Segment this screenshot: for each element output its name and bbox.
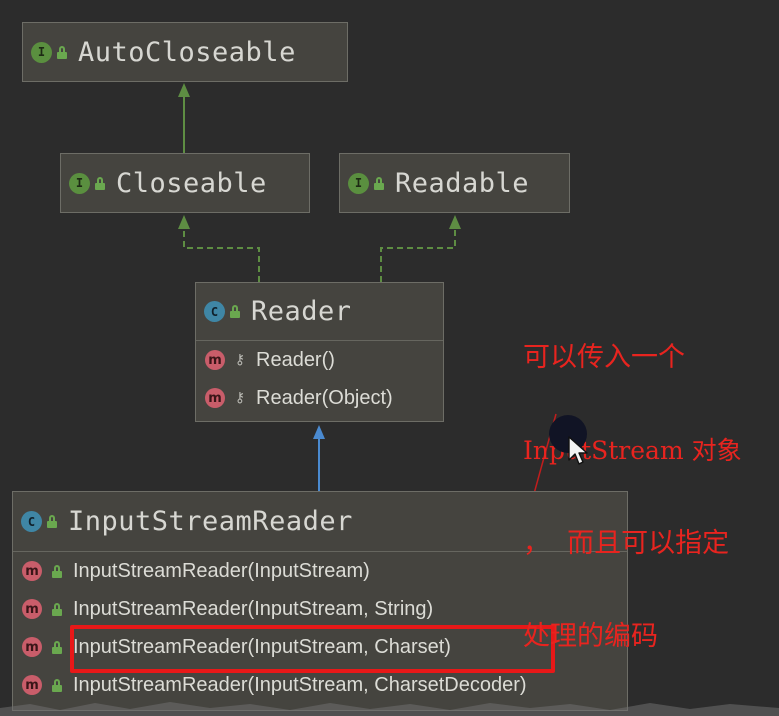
inputstreamreader-member-label: InputStreamReader(InputStream, String) (73, 597, 434, 620)
annotation-note: 可以传入一个 InputStream 对象 ， 而且可以指定 处理的编码 (523, 280, 742, 714)
reader-member-label: Reader() (256, 348, 335, 371)
closeable-title: Closeable (116, 167, 267, 199)
inputstreamreader-member-label: InputStreamReader(InputStream) (73, 559, 370, 582)
annotation-line-3: ， 而且可以指定 (523, 528, 730, 559)
interface-badge-icon: I (348, 172, 369, 194)
key-icon: ⚷ (234, 352, 246, 368)
method-badge-icon: m (22, 637, 42, 657)
class-badge-icon: C (21, 511, 42, 532)
inputstreamreader-member-row[interactable]: m InputStreamReader(InputStream, Charset… (13, 628, 627, 666)
closeable-interface-node[interactable]: I Closeable (60, 153, 310, 213)
inputstreamreader-member-label: InputStreamReader(InputStream, Charset) (73, 635, 451, 658)
torn-edge-decoration (0, 702, 779, 716)
method-badge-icon: m (22, 561, 42, 581)
readable-title: Readable (395, 167, 530, 199)
reader-class-node[interactable]: C Reader m ⚷ Reader() m ⚷ Reader(Object) (195, 282, 444, 422)
public-lock-icon (94, 176, 106, 190)
public-lock-icon (56, 45, 68, 59)
public-lock-icon (373, 176, 385, 190)
reader-title: Reader (251, 296, 352, 327)
method-badge-icon: m (205, 350, 225, 370)
reader-member-row[interactable]: m ⚷ Reader(Object) (196, 379, 443, 417)
inputstreamreader-member-label: InputStreamReader(InputStream, CharsetDe… (73, 673, 527, 696)
mouse-cursor-icon (568, 436, 588, 465)
public-lock-icon (51, 640, 63, 654)
autocloseable-title: AutoCloseable (78, 36, 296, 68)
annotation-line-1: 可以传入一个 (523, 342, 685, 373)
readable-interface-node[interactable]: I Readable (339, 153, 570, 213)
public-lock-icon (46, 515, 58, 528)
inputstreamreader-member-row[interactable]: m InputStreamReader(InputStream, Charset… (13, 666, 627, 704)
interface-badge-icon: I (31, 41, 52, 63)
method-badge-icon: m (205, 388, 225, 408)
reader-member-row[interactable]: m ⚷ Reader() (196, 341, 443, 379)
edge-reader-closeable (178, 215, 260, 282)
class-badge-icon: C (204, 301, 225, 322)
inputstreamreader-member-row[interactable]: m InputStreamReader(InputStream, String) (13, 590, 627, 628)
inputstreamreader-member-row[interactable]: m InputStreamReader(InputStream) (13, 552, 627, 590)
edge-reader-readable (380, 215, 461, 282)
interface-badge-icon: I (69, 172, 90, 194)
public-lock-icon (51, 564, 63, 578)
autocloseable-interface-node[interactable]: I AutoCloseable (22, 22, 348, 82)
key-icon: ⚷ (234, 390, 246, 406)
public-lock-icon (229, 305, 241, 318)
inputstreamreader-class-node[interactable]: C InputStreamReader m InputStreamReader(… (12, 491, 628, 711)
public-lock-icon (51, 602, 63, 616)
method-badge-icon: m (22, 675, 42, 695)
public-lock-icon (51, 678, 63, 692)
annotation-line-4: 处理的编码 (523, 621, 658, 652)
method-badge-icon: m (22, 599, 42, 619)
reader-member-label: Reader(Object) (256, 386, 393, 409)
charset-constructor-highlight (70, 625, 555, 673)
inputstreamreader-title: InputStreamReader (68, 506, 353, 537)
